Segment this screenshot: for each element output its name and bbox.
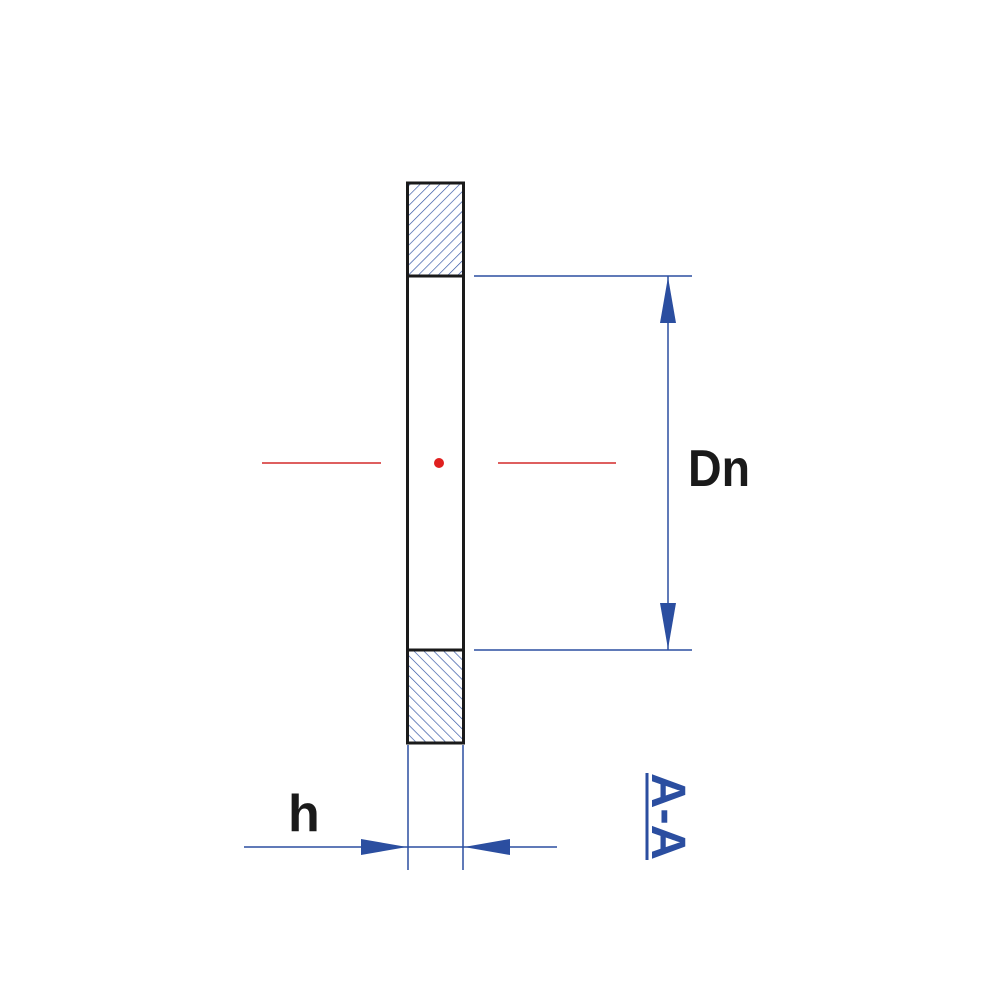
svg-text:A-A: A-A bbox=[641, 773, 694, 860]
height-label: h bbox=[288, 785, 320, 843]
diameter-label: Dn bbox=[688, 440, 750, 498]
bottom-hatched-section bbox=[408, 650, 463, 743]
section-label: A-A bbox=[641, 773, 694, 860]
arrow-down-icon bbox=[660, 603, 676, 649]
top-hatched-section bbox=[408, 183, 463, 276]
arrow-up-icon bbox=[660, 277, 676, 323]
part-outline bbox=[406, 181, 465, 745]
diameter-dimension bbox=[474, 275, 692, 651]
arrow-left-icon bbox=[464, 839, 510, 855]
center-point bbox=[434, 458, 444, 468]
height-dimension bbox=[244, 745, 557, 870]
arrow-right-icon bbox=[361, 839, 407, 855]
